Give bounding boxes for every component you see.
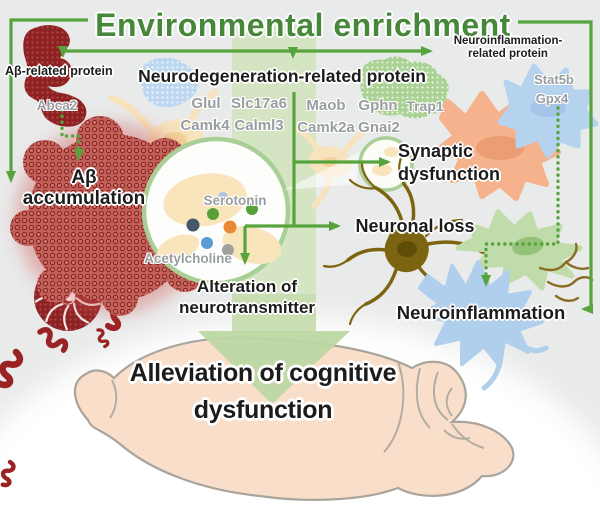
neuroinflammation-group-label: Neuroinflammation- related protein bbox=[453, 35, 563, 60]
abeta-accumulation-label: Aβ accumulation bbox=[22, 167, 146, 209]
gene-camk4: Camk4 bbox=[180, 117, 230, 134]
neurodeg-protein-blue-icon bbox=[139, 57, 199, 108]
dystrophic-neurite-icon bbox=[538, 242, 594, 302]
gene-stat5b: Stat5b bbox=[534, 72, 574, 87]
flow-arrow bbox=[198, 294, 350, 404]
gene-calml3: Calml3 bbox=[234, 117, 284, 134]
dotted-arrow-abeta bbox=[60, 108, 84, 161]
dotted-arrow-neuroinflammation bbox=[481, 106, 560, 287]
neurodegeneration-group-label: Neurodegeneration-related protein bbox=[138, 66, 426, 86]
right-bracket-arrow bbox=[518, 20, 593, 314]
gene-glul: Glul bbox=[191, 95, 221, 112]
page-title: Environmental enrichment bbox=[95, 7, 511, 43]
gene-abca2: Abca2 bbox=[36, 98, 78, 113]
brain-icon bbox=[73, 336, 515, 501]
neurotransmitter-dots bbox=[186, 192, 258, 256]
gene-gpx4: Gpx4 bbox=[535, 91, 569, 106]
alteration-neurotransmitter-label: Alteration of neurotransmitter bbox=[178, 277, 316, 317]
left-bracket-arrow bbox=[6, 18, 88, 183]
abeta-protein-icon bbox=[23, 25, 87, 127]
gene-trap1: Trap1 bbox=[406, 98, 444, 114]
neurodeg-protein-green-icon bbox=[360, 56, 449, 119]
neuronal-loss-label: Neuronal loss bbox=[355, 216, 475, 236]
conclusion-label: Alleviation of cognitive dysfunction bbox=[129, 359, 397, 424]
neuroinflammation-label: Neuroinflammation bbox=[396, 302, 566, 323]
acetylcholine-label: Acetylcholine bbox=[144, 251, 232, 266]
gene-camk2a: Camk2a bbox=[297, 119, 355, 136]
synaptic-dysfunction-label: Synaptic dysfunction bbox=[398, 141, 500, 184]
gene-gphn: Gphn bbox=[358, 97, 398, 114]
abeta-group-label: Aβ-related protein bbox=[5, 64, 113, 78]
connector-arrows bbox=[6, 18, 593, 314]
gene-maob: Maob bbox=[306, 97, 346, 114]
astrocyte-icon bbox=[416, 260, 549, 391]
gene-slc17a6: Slc17a6 bbox=[231, 95, 287, 112]
serotonin-label: Serotonin bbox=[203, 193, 267, 208]
gene-gnai2: Gnai2 bbox=[358, 119, 400, 136]
neuroinflammation-protein-cell-icon bbox=[497, 63, 599, 159]
